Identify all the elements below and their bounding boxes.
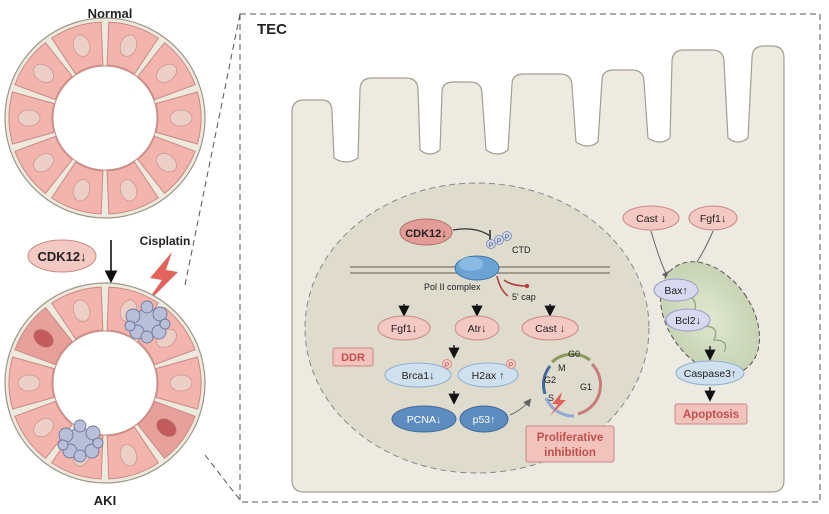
cdk12-left-label: CDK12↓ [37,249,86,264]
apoptotic-body-bleb [92,437,104,449]
phospho-p-label: P [509,362,513,369]
prolif-line1: Proliferative [537,432,603,444]
p53-node: p53↑ [459,405,509,433]
cycle-m-label: M [558,363,566,373]
cap-label: 5' cap [512,292,536,302]
cell-nucleus [169,374,193,392]
normal-label: Normal [88,6,133,21]
cell-nucleus [72,34,91,57]
apoptosis-box: Apoptosis [674,403,748,425]
cell-nucleus [72,299,91,322]
phospho-p-label: P [497,238,501,245]
apoptotic-body-icon [57,419,104,463]
atr-label: Atr↓ [468,323,487,335]
tec-title: TEC [257,21,287,38]
pcna-node: PCNA↓ [391,405,457,433]
cell-nucleus [119,34,138,57]
ctd-phosphates: P P P [486,231,512,249]
fgf1-cyto-label: Fgf1↓ [700,213,726,225]
bax-label: Bax↑ [664,285,687,297]
cell-nucleus [72,179,91,202]
h2ax-node: H2ax ↑ P [457,359,519,388]
cdk12-left-node: CDK12↓ [27,239,97,273]
aki-label: AKI [94,493,116,508]
rna-transcript [496,275,527,297]
cdk12-inhibit-line [452,228,491,237]
cdk12-nucleus-node: CDK12↓ [399,218,453,246]
cell-cycle-icon: G0 M G1 G2 S [542,349,603,418]
cell-nucleus [17,374,41,392]
normal-tubule [4,17,206,219]
five-prime-cap-icon [524,283,530,289]
caspase3-node: Caspase3↑ [675,360,745,386]
cycle-s-label: S [548,393,554,403]
cisplatin-label: Cisplatin [140,234,191,248]
apoptotic-body-bleb [124,320,136,332]
cast-nucleus-label: Cast ↓ [535,323,565,335]
pcna-label: PCNA↓ [407,414,441,426]
apoptotic-body-bleb [140,330,154,344]
apoptotic-body-bleb [152,306,168,322]
fgf1-label: Fgf1↓ [391,323,417,335]
brca1-node: Brca1↓ P [384,359,452,388]
tec-panel-frame [239,13,821,503]
apoptotic-body-bleb [57,439,69,451]
h2ax-label: H2ax ↑ [472,370,505,382]
cycle-g1-label: G1 [580,382,592,392]
apoptotic-body-icon [124,300,171,344]
prolif-line2: inhibition [544,447,596,459]
cell-nucleus [119,444,138,467]
zoom-line-top [184,13,241,286]
apoptotic-body-bleb [73,419,87,433]
fgf1-node: Fgf1↓ [377,315,431,341]
cell-nucleus [119,179,138,202]
phospho-p-label: P [489,242,493,249]
cdk12-nucleus-label: CDK12↓ [405,228,447,240]
caspase3-label: Caspase3↑ [684,368,737,380]
p53-label: p53↑ [473,414,496,426]
cycle-g0-label: G0 [568,349,580,359]
cell-nucleus [169,109,193,127]
atr-node: Atr↓ [454,315,500,341]
proliferative-inhibition-box: Proliferative inhibition [525,425,615,463]
zoom-line-bottom [204,454,241,501]
cisplatin-bolt-icon [144,252,178,306]
apoptotic-body-bleb [140,300,154,314]
cell-nucleus [156,153,177,173]
cell-nucleus [33,153,54,173]
aki-tubule [4,282,206,484]
normal-tubule-cells [8,21,202,215]
bcl2-node: Bcl2↓ [665,308,711,332]
phospho-p-label: P [445,362,449,369]
cell-nucleus [17,109,41,127]
cell-nucleus [33,63,54,83]
phospho-p-label: P [505,234,509,241]
apoptotic-body-bleb [85,425,101,441]
apoptotic-body-bleb [159,318,171,330]
ddr-label: DDR [341,352,365,364]
cell-nucleus [33,418,54,438]
pol-ii-label: Pol II complex [424,282,481,292]
cast-cyto-node: Cast ↓ [622,205,680,231]
bax-node: Bax↑ [653,278,699,302]
cast-cyto-label: Cast ↓ [636,213,666,225]
bcl2-label: Bcl2↓ [675,315,701,327]
fgf1-cyto-node: Fgf1↓ [688,205,738,231]
cycle-break-bolt-icon [550,392,566,416]
brca1-label: Brca1↓ [402,370,435,382]
apoptotic-body-bleb [73,449,87,463]
cell-nucleus [156,418,177,438]
ddr-box: DDR [332,347,374,367]
pol-ii-complex-icon [454,255,500,281]
ctd-label: CTD [512,245,531,255]
apoptosis-label: Apoptosis [683,409,739,421]
cell-nucleus [33,328,54,348]
cast-nucleus-node: Cast ↓ [521,315,579,341]
cell-nucleus [156,63,177,83]
cycle-g2-label: G2 [544,375,556,385]
arrow-to-cell-cycle [509,398,532,416]
